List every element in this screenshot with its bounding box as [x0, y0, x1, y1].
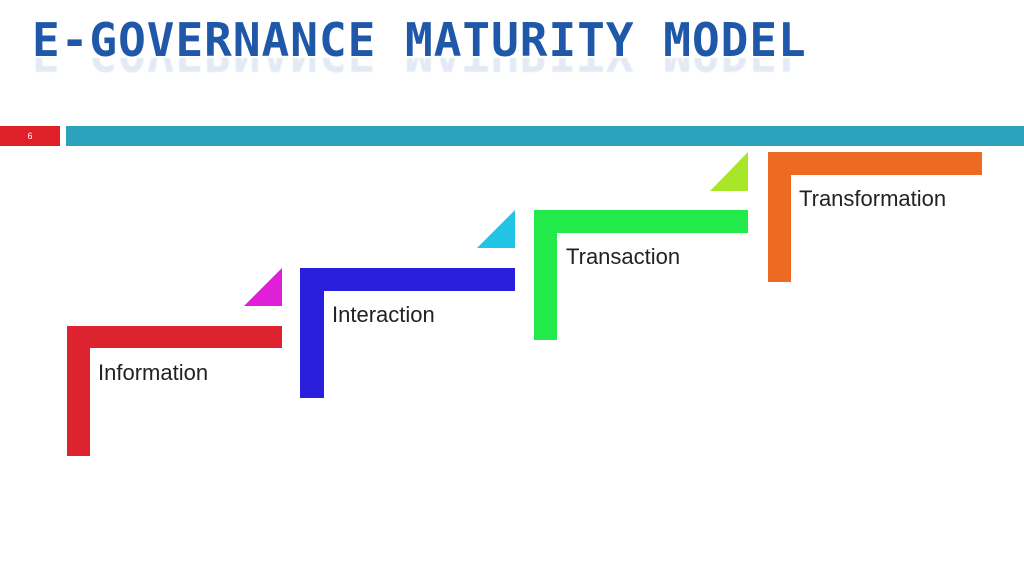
step-information — [67, 268, 282, 456]
slide-number: 6 — [0, 126, 60, 146]
page-title: E-GOVERNANCE MATURITY MODEL — [32, 13, 807, 67]
step-riser — [534, 210, 557, 340]
step-label-interaction: Interaction — [332, 302, 435, 327]
title-area: E-GOVERNANCE MATURITY MODEL E-GOVERNANCE… — [32, 14, 807, 80]
step-transaction — [534, 152, 748, 340]
step-label-information: Information — [98, 360, 209, 385]
step-riser — [768, 152, 791, 282]
step-transformation — [768, 152, 982, 282]
step-label-transformation: Transformation — [799, 186, 947, 211]
step-tread — [768, 152, 982, 175]
step-accent-triangle — [244, 268, 282, 306]
step-riser — [67, 326, 90, 456]
step-tread — [67, 326, 282, 348]
header-bar — [66, 126, 1024, 146]
step-accent-triangle — [710, 152, 748, 191]
step-interaction — [300, 210, 515, 398]
step-tread — [534, 210, 748, 233]
step-label-transaction: Transaction — [566, 244, 681, 269]
step-tread — [300, 268, 515, 291]
step-accent-triangle — [477, 210, 515, 248]
